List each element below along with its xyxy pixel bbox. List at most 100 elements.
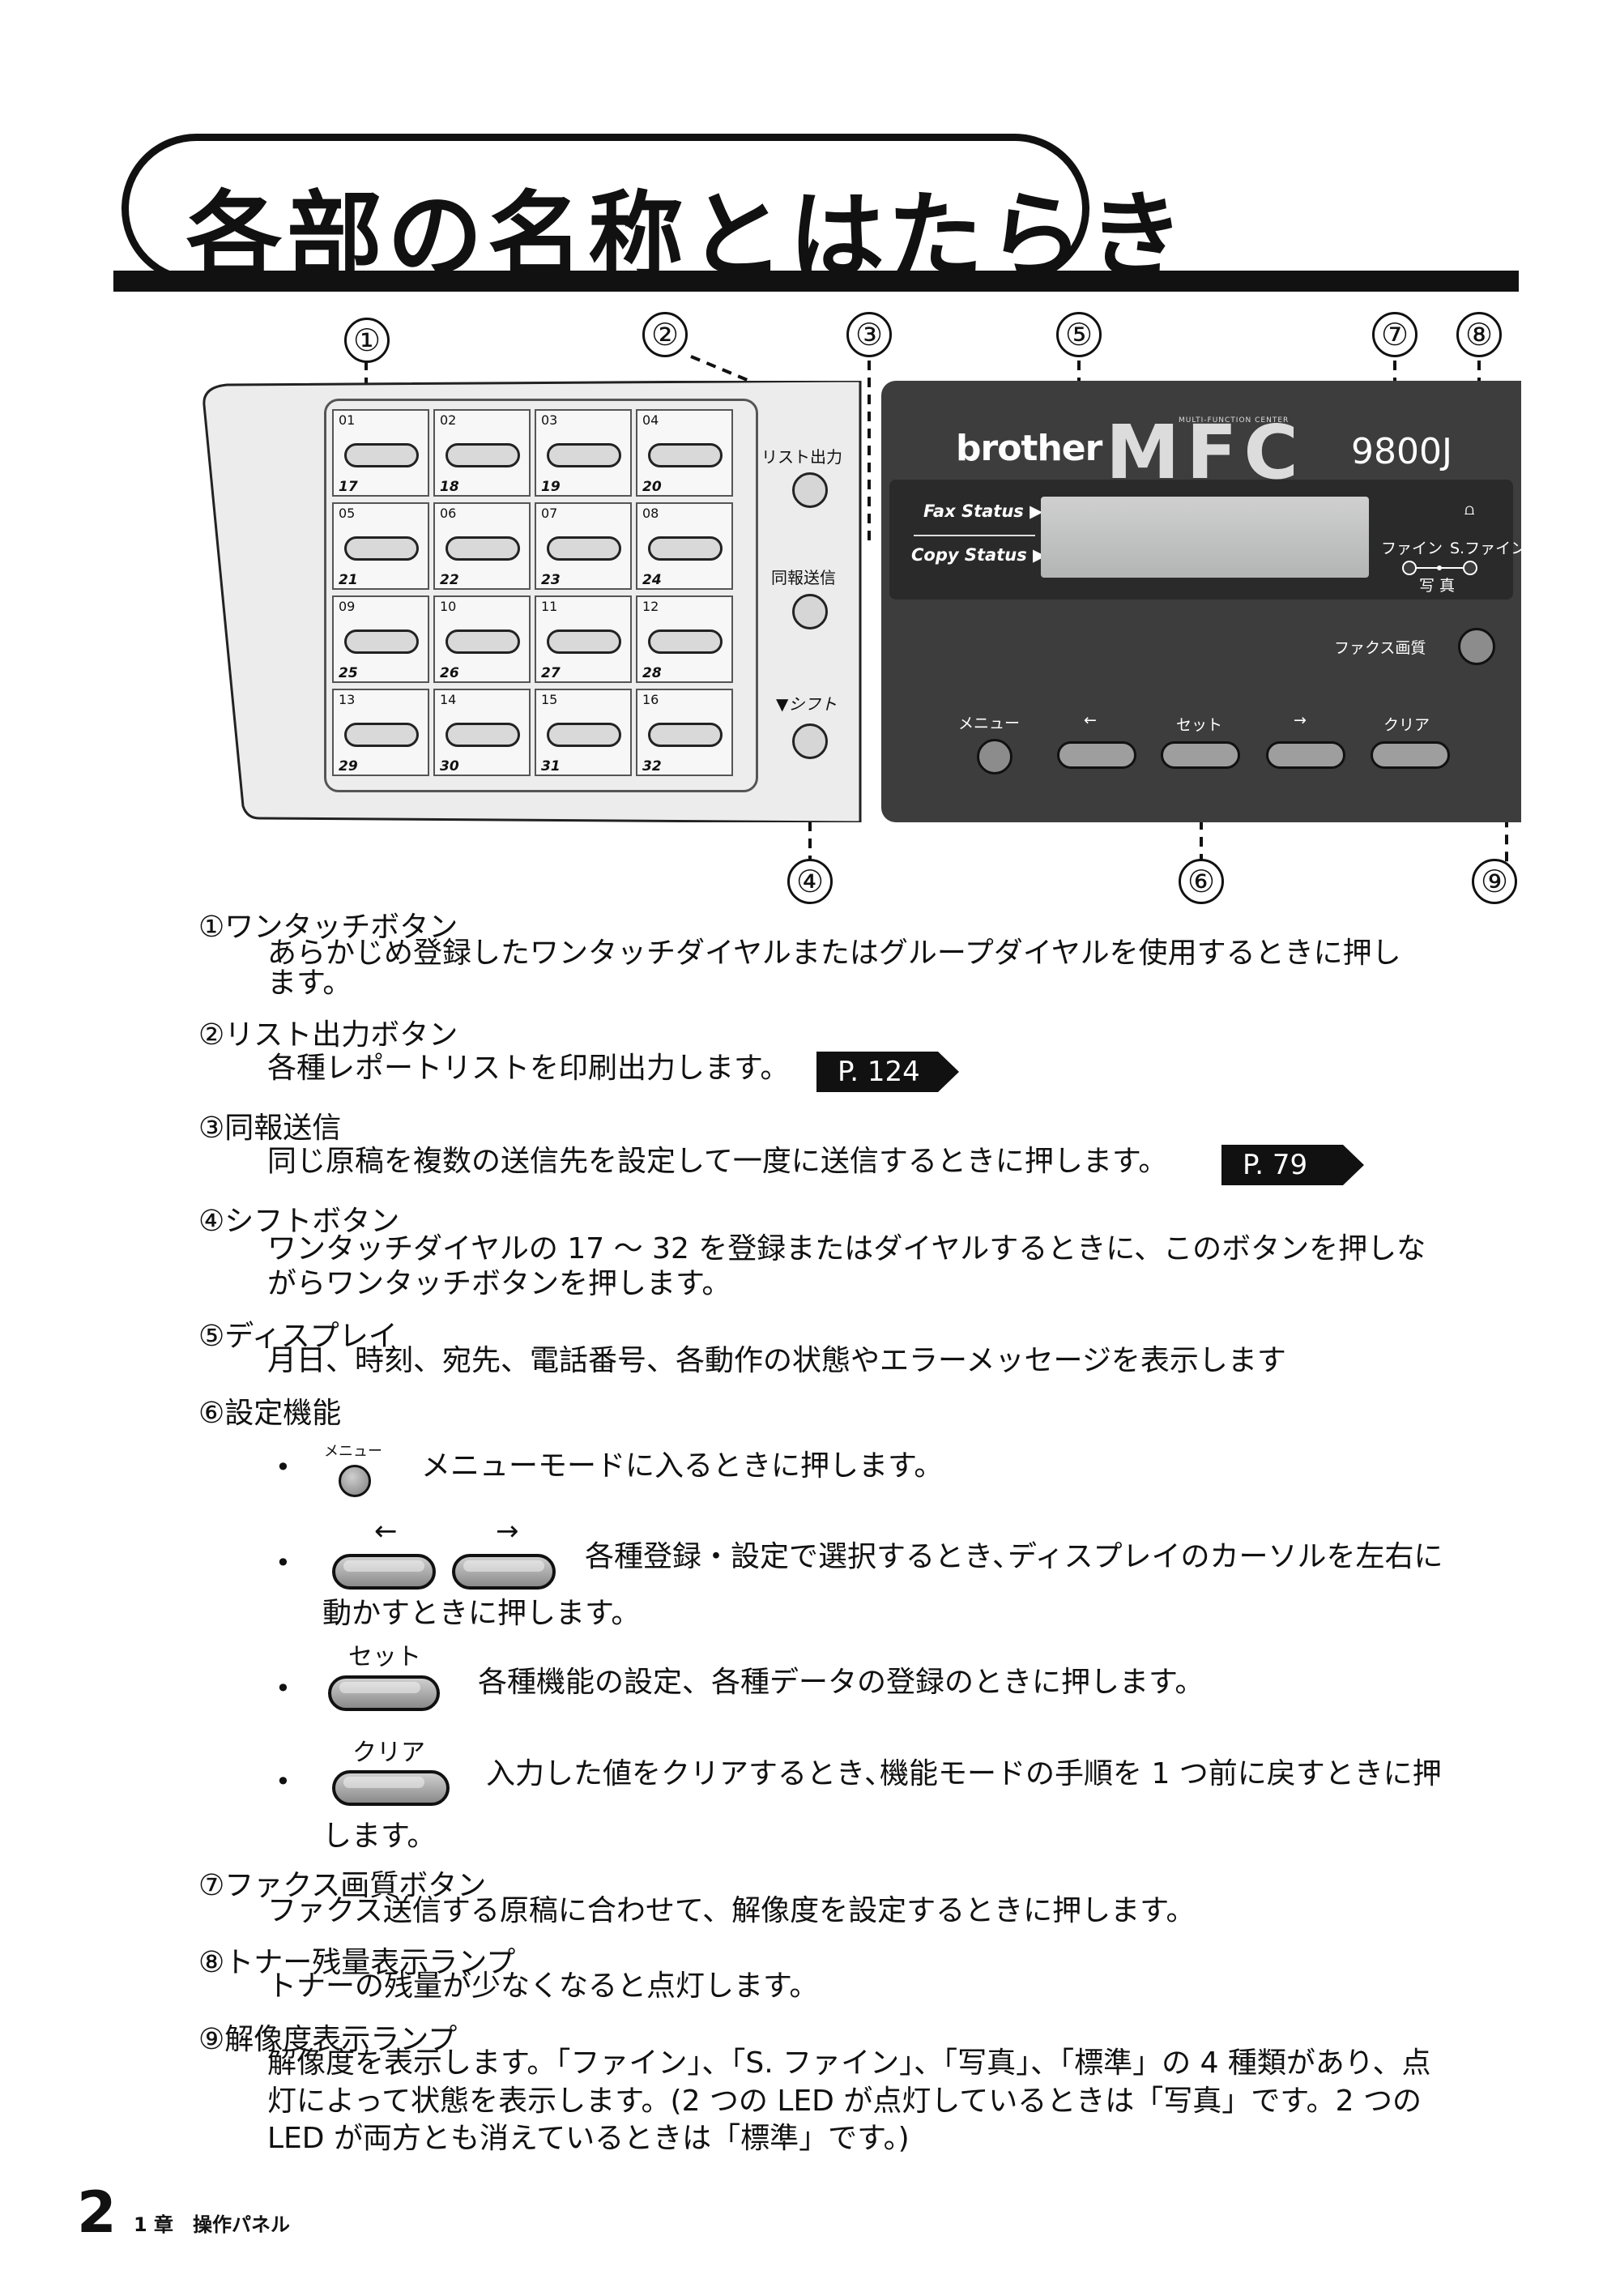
clear-label: クリア: [1383, 716, 1430, 734]
resolution-leds: [1402, 561, 1477, 575]
shift-label: ▼シフト: [776, 694, 838, 714]
menu-button[interactable]: [977, 739, 1013, 775]
onetouch-number: 13: [339, 692, 356, 707]
onetouch-shift-number: 28: [642, 665, 662, 681]
arrow-description-cont: 動かすときに押します。: [322, 1597, 641, 1630]
onetouch-number: 01: [339, 412, 356, 428]
right-arrow-icon: →: [496, 1515, 519, 1547]
right-arrow-label: →: [1294, 711, 1307, 729]
onetouch-shift-number: 22: [440, 572, 459, 588]
onetouch-key[interactable]: [639, 723, 733, 747]
clear-button[interactable]: [1371, 741, 1450, 769]
callout-7: ⑦: [1372, 312, 1418, 357]
list-output-button[interactable]: [792, 472, 828, 508]
callout-3: ③: [846, 312, 892, 357]
clear-icon-label: クリア: [352, 1739, 425, 1767]
callout-1: ①: [344, 318, 390, 363]
onetouch-shift-number: 31: [541, 758, 561, 775]
onetouch-number: 02: [440, 412, 457, 428]
item-1-text: あらかじめ登録したワンタッチダイヤルまたはグループダイヤルを使用するときに押し: [267, 937, 1401, 970]
onetouch-key[interactable]: [335, 536, 429, 561]
right-arrow-button[interactable]: [1266, 741, 1345, 769]
item-2-heading: ②リスト出力ボタン: [198, 1018, 458, 1052]
onetouch-key[interactable]: [538, 723, 632, 747]
onetouch-01[interactable]: 01 17: [332, 409, 429, 497]
onetouch-10[interactable]: 10 26: [433, 595, 531, 683]
bullet: •: [275, 1673, 291, 1704]
onetouch-key[interactable]: [639, 536, 733, 561]
onetouch-key[interactable]: [639, 629, 733, 654]
onetouch-key[interactable]: [437, 723, 531, 747]
set-icon-label: セット: [348, 1643, 421, 1671]
onetouch-13[interactable]: 13 29: [332, 689, 429, 776]
onetouch-shift-number: 23: [541, 572, 561, 588]
fax-quality-button[interactable]: [1458, 628, 1495, 665]
menu-label: メニュー: [958, 715, 1021, 732]
onetouch-shift-number: 30: [440, 758, 459, 775]
photo-label: 写 真: [1419, 577, 1456, 595]
left-arrow-icon: ←: [374, 1515, 398, 1547]
onetouch-shift-number: 26: [440, 665, 459, 681]
item-1-heading: ①ワンタッチボタン: [198, 911, 458, 944]
shift-button[interactable]: [792, 723, 828, 759]
onetouch-number: 09: [339, 599, 356, 614]
onetouch-shift-number: 24: [642, 572, 662, 588]
list-output-label: リスト出力: [761, 447, 842, 467]
onetouch-07[interactable]: 07 23: [535, 502, 632, 590]
item-9-text-cont: 灯によって状態を表示します。(2 つの LED が点灯しているときは「写真」です…: [267, 2085, 1422, 2118]
onetouch-key[interactable]: [335, 723, 429, 747]
broadcast-label: 同報送信: [771, 568, 836, 587]
page-ref-124[interactable]: P. 124: [816, 1052, 959, 1092]
onetouch-key[interactable]: [437, 443, 531, 467]
onetouch-number: 10: [440, 599, 457, 614]
onetouch-key[interactable]: [437, 629, 531, 654]
onetouch-shift-number: 19: [541, 479, 561, 495]
onetouch-key[interactable]: [538, 443, 632, 467]
onetouch-key[interactable]: [538, 536, 632, 561]
left-arrow-button[interactable]: [1057, 741, 1136, 769]
onetouch-shift-number: 17: [339, 479, 358, 495]
item-4-text-cont: がらワンタッチボタンを押します。: [267, 1267, 731, 1300]
title-rule: [113, 271, 1519, 292]
menu-description: メニューモードに入るときに押します。: [421, 1449, 944, 1483]
onetouch-shift-number: 32: [642, 758, 662, 775]
onetouch-key[interactable]: [335, 629, 429, 654]
fax-quality-label: ファクス画質: [1334, 639, 1426, 657]
onetouch-key[interactable]: [639, 443, 733, 467]
onetouch-number: 07: [541, 506, 558, 521]
clear-description-cont: します。: [322, 1820, 437, 1853]
broadcast-button[interactable]: [792, 594, 828, 629]
callout-5: ⑤: [1056, 312, 1102, 357]
onetouch-09[interactable]: 09 25: [332, 595, 429, 683]
onetouch-shift-number: 29: [339, 758, 358, 775]
item-4-heading: ④シフトボタン: [198, 1205, 400, 1238]
onetouch-key[interactable]: [335, 443, 429, 467]
mfc-subtitle: MULTI-FUNCTION CENTER: [1179, 416, 1290, 425]
item-9-text: 解像度を表示します。「ファイン」、「S. ファイン」、「写真」、「標準」の 4 …: [267, 2046, 1431, 2080]
left-arrow-label: ←: [1084, 711, 1097, 729]
callout-2: ②: [642, 312, 688, 357]
onetouch-key[interactable]: [437, 536, 531, 561]
bullet: •: [275, 1547, 291, 1578]
left-button-icon: [332, 1554, 436, 1590]
chapter-label: 1 章 操作パネル: [134, 2213, 291, 2236]
menu-button-icon: [339, 1465, 371, 1497]
onetouch-06[interactable]: 06 22: [433, 502, 531, 590]
item-2-text: 各種レポートリストを印刷出力します。: [267, 1052, 790, 1085]
onetouch-shift-number: 25: [339, 665, 358, 681]
callout-6: ⑥: [1179, 859, 1224, 904]
onetouch-number: 06: [440, 506, 457, 521]
page-ref-79[interactable]: P. 79: [1221, 1145, 1364, 1185]
onetouch-key[interactable]: [538, 629, 632, 654]
set-button[interactable]: [1161, 741, 1240, 769]
